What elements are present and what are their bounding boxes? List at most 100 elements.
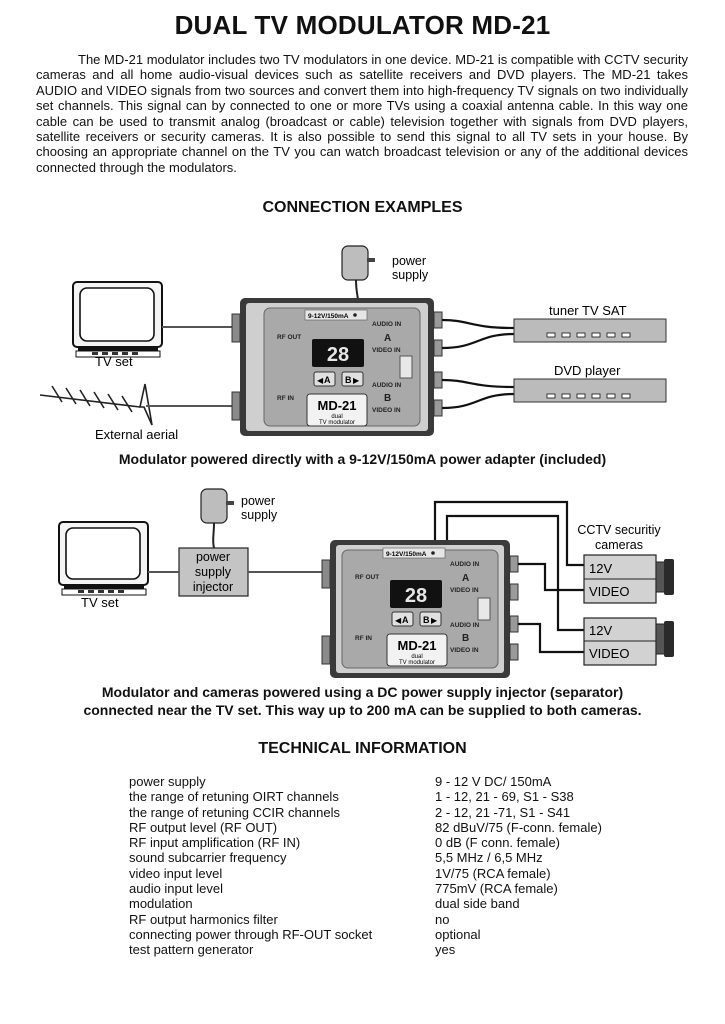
camera-2-video-label: VIDEO <box>589 646 629 661</box>
modulator-device: 9-12V/150mA RF OUT RF IN AUDIO IN VIDEO … <box>231 298 443 436</box>
spec-row: sound subcarrier frequency 5,5 MHz / 6,5 … <box>129 850 602 865</box>
audio-in-a-label: AUDIO IN <box>372 321 402 328</box>
right-arrow-icon: ▶ <box>431 616 438 625</box>
model-sub-dual: dual <box>411 654 422 660</box>
spec-label: video input level <box>129 865 223 881</box>
spec-label: RF output harmonics filter <box>129 911 278 927</box>
spec-label: the range of retuning CCIR channels <box>129 804 341 820</box>
camera-1-video-label: VIDEO <box>589 584 629 599</box>
spec-label: power supply <box>129 774 206 789</box>
tv-set-label: TV set <box>95 354 133 369</box>
tv-set-icon <box>58 521 149 596</box>
video-in-a-label: VIDEO IN <box>372 347 401 354</box>
dvd-box <box>513 378 667 403</box>
model-name: MD-21 <box>397 638 436 653</box>
video-in-b-label: VIDEO IN <box>450 647 479 654</box>
spec-row: RF input amplification (RF IN) 0 dB (F co… <box>129 835 602 850</box>
channel-b-label: B <box>384 393 391 404</box>
aerial-label: External aerial <box>95 427 178 442</box>
tuner-box <box>513 318 667 343</box>
spec-value: no <box>435 911 450 927</box>
channel-a-label: A <box>384 333 391 344</box>
camera-cables <box>433 500 584 654</box>
aerial-icon <box>39 383 153 426</box>
spec-label: modulation <box>129 896 193 912</box>
left-arrow-icon: ◀ <box>317 376 324 385</box>
spec-row: test pattern generator yes <box>129 942 602 957</box>
power-supply-label-2: supply <box>241 508 278 522</box>
channel-display: 28 <box>327 344 349 366</box>
spec-row: modulation dual side band <box>129 896 602 911</box>
spec-label: sound subcarrier frequency <box>129 850 287 866</box>
spec-label: the range of retuning OIRT channels <box>129 789 339 805</box>
model-sub-type: TV modulator <box>319 420 355 426</box>
spec-value: 775mV (RCA female) <box>435 881 558 897</box>
model-sub-type: TV modulator <box>399 660 435 666</box>
button-a-label: A <box>402 615 409 625</box>
power-rating-label: 9-12V/150mA <box>386 551 427 558</box>
diagram-2-caption-line-2: connected near the TV set. This way up t… <box>83 702 642 718</box>
tuner-label: tuner TV SAT <box>549 303 627 318</box>
spec-label: audio input level <box>129 881 223 897</box>
camera-1-12v-label: 12V <box>589 561 612 576</box>
audio-in-a-label: AUDIO IN <box>450 561 480 568</box>
channel-display: 28 <box>405 585 427 607</box>
model-name: MD-21 <box>317 398 356 413</box>
tv-set-label: TV set <box>81 595 119 610</box>
technical-information-heading: TECHNICAL INFORMATION <box>258 740 467 757</box>
audio-in-b-label: AUDIO IN <box>450 622 480 629</box>
channel-b-label: B <box>462 633 469 644</box>
channel-a-label: A <box>462 573 469 584</box>
diagram-1-caption: Modulator powered directly with a 9-12V/… <box>118 451 607 467</box>
power-supply-label-1: power <box>392 254 426 268</box>
spec-value: 82 dBuV/75 (F-conn. female) <box>435 819 602 835</box>
av-cables <box>441 318 515 410</box>
spec-label: RF output level (RF OUT) <box>129 819 278 835</box>
button-b-label: B <box>423 615 430 625</box>
spec-value: dual side band <box>435 896 520 912</box>
right-arrow-icon: ▶ <box>353 376 360 385</box>
camera-2-12v-label: 12V <box>589 623 612 638</box>
spec-label: RF input amplification (RF IN) <box>129 835 301 851</box>
tv-set-icon <box>72 281 163 358</box>
modulator-device: 9-12V/150mA RF OUT RF IN AUDIO IN VIDEO … <box>321 540 519 678</box>
spec-row: connecting power through RF-OUT socket op… <box>129 927 602 942</box>
cameras-label-1: CCTV securitiy <box>577 523 661 537</box>
page-title: DUAL TV MODULATOR MD-21 <box>174 10 551 40</box>
spec-row: audio input level 775mV (RCA female) <box>129 881 602 896</box>
button-b-label: B <box>345 375 352 385</box>
video-in-a-label: VIDEO IN <box>450 587 479 594</box>
connection-diagram-2: power supply power supply injector TV se… <box>58 488 674 678</box>
model-sub-dual: dual <box>331 414 342 420</box>
diagram-2-caption-line-1: Modulator and cameras powered using a DC… <box>101 684 624 700</box>
spec-value: 5,5 MHz / 6,5 MHz <box>435 850 543 866</box>
spec-label: connecting power through RF-OUT socket <box>129 926 373 942</box>
injector-label-1: power <box>196 550 230 564</box>
spec-label: test pattern generator <box>129 942 254 958</box>
power-rating-label: 9-12V/150mA <box>308 313 349 320</box>
spec-row: RF output level (RF OUT) 82 dBuV/75 (F-co… <box>129 820 602 835</box>
injector-label-3: injector <box>193 580 233 594</box>
rf-in-label: RF IN <box>355 635 372 642</box>
spec-value: yes <box>435 942 456 958</box>
rf-in-label: RF IN <box>277 395 294 402</box>
intro-paragraph: The MD-21 modulator includes two TV modu… <box>36 52 688 175</box>
spec-value: 2 - 12, 21 -71, S1 - S41 <box>435 804 571 820</box>
camera-1 <box>583 554 674 604</box>
rf-out-label: RF OUT <box>355 574 379 581</box>
injector-label-2: supply <box>195 565 232 579</box>
button-a-label: A <box>324 375 331 385</box>
dvd-label: DVD player <box>554 363 621 378</box>
connection-examples-heading: CONNECTION EXAMPLES <box>262 199 463 216</box>
connection-diagram-1: TV set External aerial power supply <box>39 245 667 442</box>
power-adapter-icon <box>200 488 234 549</box>
spec-value: 0 dB (F conn. female) <box>435 835 560 851</box>
spec-value: optional <box>435 926 481 942</box>
cameras-label-2: cameras <box>595 538 643 552</box>
power-supply-label-2: supply <box>392 268 429 282</box>
